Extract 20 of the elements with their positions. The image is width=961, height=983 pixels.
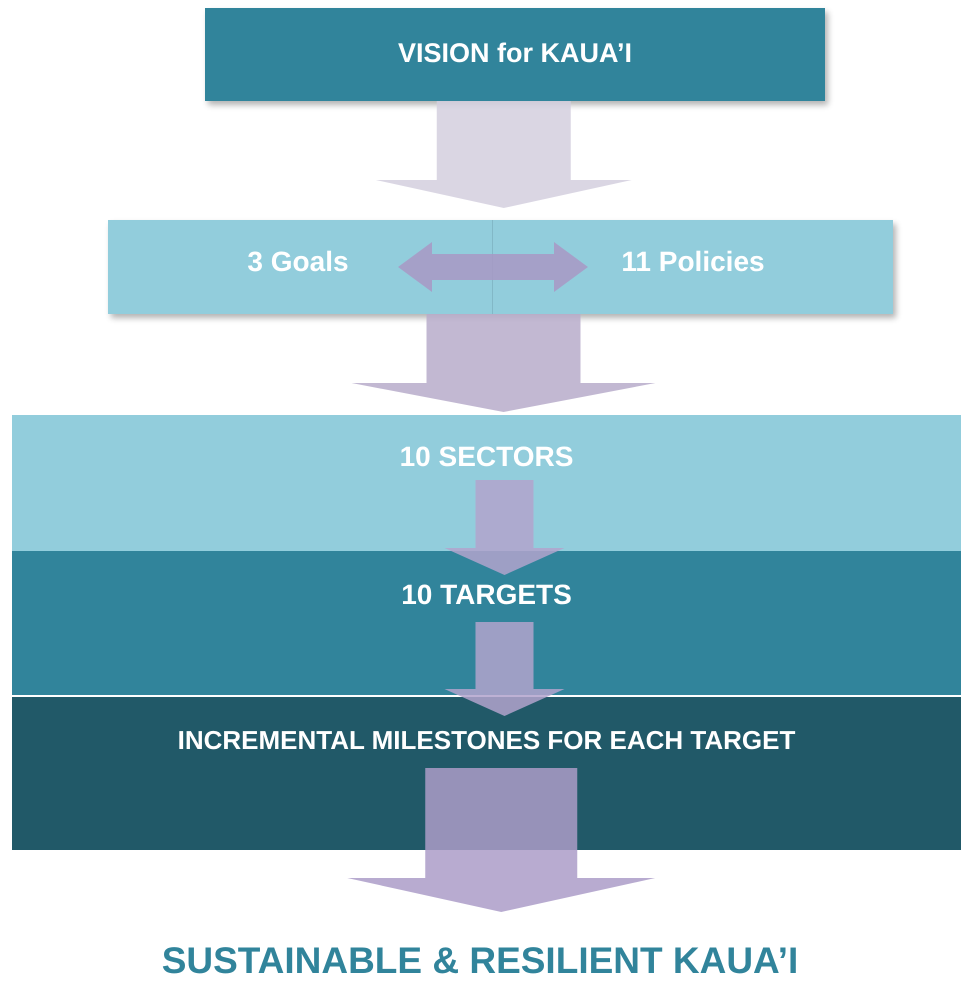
node-label: INCREMENTAL MILESTONES FOR EACH TARGET bbox=[178, 725, 796, 756]
split-band bbox=[108, 220, 893, 314]
policies-box bbox=[492, 220, 893, 314]
process-box bbox=[205, 8, 825, 101]
milestones-band bbox=[12, 697, 961, 850]
outcome-text: SUSTAINABLE & RESILIENT KAUA’I bbox=[162, 940, 798, 982]
node-label: 10 SECTORS bbox=[400, 441, 574, 473]
sectors-band bbox=[12, 415, 961, 551]
node-label: 10 TARGETS bbox=[401, 579, 572, 611]
node-label: VISION for KAUA’I bbox=[398, 38, 632, 69]
block-arrow bbox=[347, 768, 656, 912]
block-arrow bbox=[376, 101, 632, 208]
node-label: 11 Policies bbox=[621, 246, 765, 278]
block-arrow bbox=[352, 314, 656, 412]
block-arrow bbox=[398, 242, 588, 292]
targets-band bbox=[12, 551, 961, 695]
goals-box bbox=[108, 220, 492, 314]
block-arrow bbox=[444, 622, 564, 716]
block-arrow bbox=[444, 480, 564, 575]
node-label: 3 Goals bbox=[247, 246, 349, 278]
